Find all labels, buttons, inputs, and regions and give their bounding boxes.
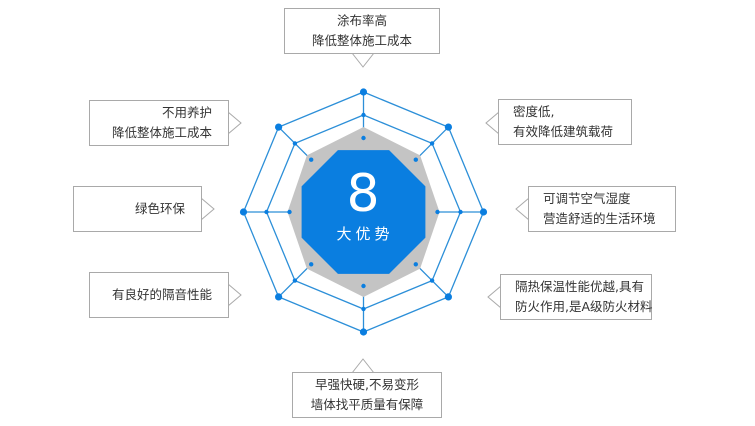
radar-dot-4-3 [413,262,418,267]
pointer-edge-left [200,197,215,221]
callout-top-left: 不用养护 降低整体施工成本 [89,100,229,146]
callout-bottom-line2: 墙体找平质量有保障 [310,397,424,412]
callout-right-line1: 可调节空气湿度 [543,191,631,206]
callout-right: 可调节空气湿度 营造舒适的生活环境 [528,186,676,232]
radar-vertex-dots [239,88,488,336]
callout-bottom-left: 有良好的隔音性能 [89,272,229,318]
pointer-top-left [228,112,241,134]
radar-dot-6-2 [292,278,298,283]
callout-top-left-line2: 降低整体施工成本 [111,125,212,140]
pointer-edge-top-right [485,111,500,135]
radar-dot-4-1 [444,293,452,301]
pointer-edge-bottom [351,358,375,374]
callout-pointers [200,52,530,374]
callout-top-line1: 涂布率高 [336,13,387,28]
radar-dot-1-1 [359,88,368,96]
center-octagon [301,150,426,274]
callout-top: 涂布率高 降低整体施工成本 [284,8,440,54]
pointer-bottom-left [228,284,241,306]
radar-dot-6-1 [275,293,283,301]
pointer-edge-bottom-right [487,285,502,309]
callout-top-right: 密度低, 有效降低建筑载荷 [498,99,632,145]
radar-dot-8-2 [292,141,298,146]
radar-dot-2-1 [444,123,452,131]
callout-top-line2: 降低整体施工成本 [311,33,412,48]
radar-dot-4-2 [429,278,435,283]
pointer-edge-bottom-left [227,283,242,307]
pointer-edge-top-left [227,111,242,135]
radar-dot-5-2 [361,306,366,312]
pointer-edge-top [351,52,375,68]
radar-dot-7-3 [287,209,292,215]
pointer-bottom [352,359,374,373]
radar-dot-8-3 [309,157,314,162]
radar-dot-6-3 [309,262,314,267]
radar-dot-3-1 [479,208,488,216]
callout-top-right-line1: 密度低, [513,104,555,119]
pointer-top-right [486,112,499,134]
callout-bottom-right: 隔热保温性能优越,具有 防火作用,是A级防火材料 [500,274,653,320]
radar-dot-5-3 [361,283,366,289]
pointer-right [516,198,529,220]
callout-bottom: 早强快硬,不易变形 墙体找平质量有保障 [292,372,442,418]
radar-dot-5-1 [359,328,368,336]
callout-bottom-left-line1: 有良好的隔音性能 [111,287,212,302]
radar-dot-1-2 [361,112,366,118]
radar-dot-7-1 [239,208,248,216]
callout-bottom-right-line1: 隔热保温性能优越,具有 [515,279,644,294]
callout-bottom-right-line2: 防火作用,是A级防火材料 [515,299,653,314]
pointer-bottom-right [488,286,501,308]
radar-dot-7-2 [264,209,269,215]
radar-dot-8-1 [275,123,283,131]
callout-left: 绿色环保 [73,186,202,232]
callout-left-line1: 绿色环保 [134,201,185,216]
pointer-left [201,198,214,220]
callout-top-right-line2: 有效降低建筑载荷 [513,124,614,139]
radar-dot-3-2 [458,209,463,215]
radar-dot-1-3 [361,135,366,141]
callout-bottom-line1: 早强快硬,不易变形 [315,377,419,392]
radar-dot-2-2 [429,141,435,146]
callout-top-left-line1: 不用养护 [161,105,212,120]
pointer-edge-right [515,197,530,221]
radar-dot-3-3 [435,209,440,215]
radar-dot-2-3 [413,157,418,162]
pointer-top [352,53,374,67]
callout-right-line2: 营造舒适的生活环境 [543,211,656,226]
